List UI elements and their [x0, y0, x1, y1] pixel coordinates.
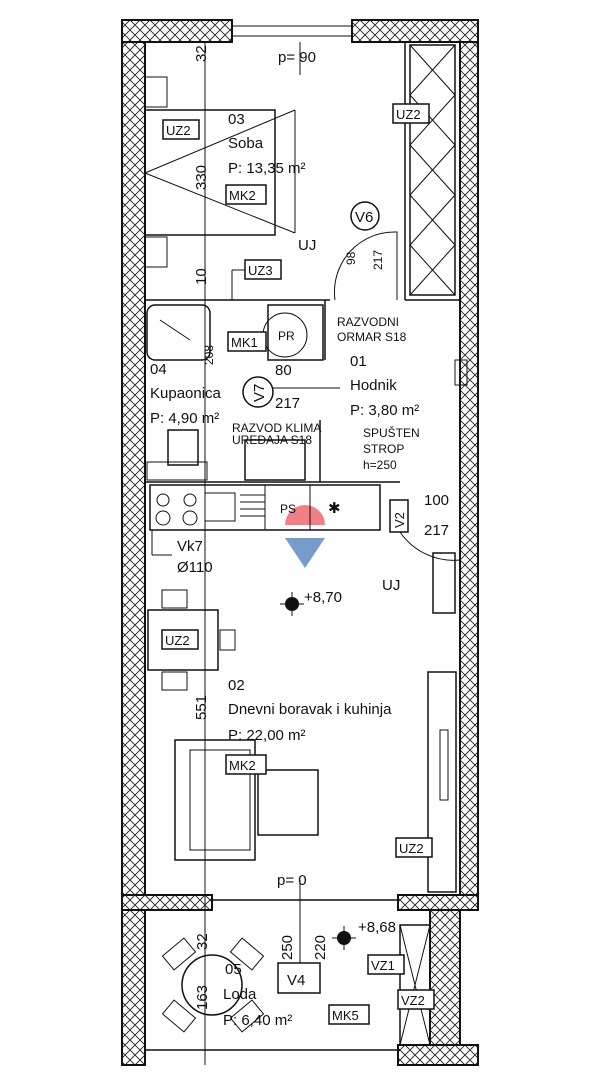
- soba-parapet: p= 90: [278, 49, 316, 66]
- level-marker-icon: [332, 926, 356, 950]
- hodnik-area: P: 3,80 m²: [350, 402, 419, 419]
- door-v6-label: V6: [355, 209, 373, 226]
- door-v6-height: 217: [371, 250, 385, 270]
- exterior-walls: [121, 19, 479, 1066]
- soba-area: P: 13,35 m²: [228, 160, 306, 177]
- door-v2-width: 100: [424, 492, 449, 509]
- fridge-icon: ✱: [328, 500, 341, 517]
- soba-floor-tag: MK2: [229, 188, 256, 203]
- door-v7-width: 80: [275, 362, 292, 379]
- bathroom-fixtures: [146, 304, 324, 481]
- ceiling-label-line2: STROP: [363, 442, 404, 456]
- vz2-tag: VZ2: [401, 993, 425, 1008]
- uz2-tag-soba-right: UZ2: [396, 107, 421, 122]
- ac-distribution-line1: RAZVOD KLIMA: [232, 421, 321, 435]
- wardrobe-soba: [409, 44, 456, 296]
- kupaonica-floor-tag: MK1: [231, 335, 258, 350]
- uz2-tag-dnevni-right: UZ2: [399, 841, 424, 856]
- cabinet-label-line1: RAZVODNI: [337, 315, 399, 329]
- uz2-tag-soba-left: UZ2: [166, 123, 191, 138]
- remax-watermark: [283, 505, 327, 568]
- loda-dim-top: 32: [194, 933, 211, 950]
- dnevni-level: +8,70: [304, 589, 342, 606]
- kupaonica-area: P: 4,90 m²: [150, 410, 219, 427]
- loda-number: 05: [225, 961, 242, 978]
- dnevni-dim: 551: [193, 695, 210, 720]
- loda-level: +8,68: [358, 919, 396, 936]
- interior-walls: [145, 42, 460, 483]
- dnevni-name: Dnevni boravak i kuhinja: [228, 701, 392, 718]
- loda-dim-a: 250: [279, 935, 296, 960]
- door-v2-label: V2: [392, 512, 407, 528]
- dining-table: [147, 589, 236, 691]
- door-v6-width: 98: [344, 251, 358, 265]
- kupaonica-name: Kupaonica: [150, 385, 222, 402]
- loda-floor-tag: MK5: [332, 1008, 359, 1023]
- vz1-tag: VZ1: [371, 958, 395, 973]
- dnevni-number: 02: [228, 677, 245, 694]
- kupaonica-dim: 208: [202, 345, 216, 365]
- loggia-table: [161, 937, 265, 1033]
- soba-number: 03: [228, 111, 245, 128]
- soba-dim-length: 330: [193, 165, 210, 190]
- dnevni-parapet: p= 0: [277, 872, 307, 889]
- soba-name: Soba: [228, 135, 264, 152]
- wardrobe-loda: [399, 924, 431, 1046]
- uz3-tag: UZ3: [248, 263, 273, 278]
- uj-tag-dnevni: UJ: [382, 577, 400, 594]
- ceiling-label-line1: SPUŠTEN: [363, 425, 420, 440]
- hodnik-name: Hodnik: [350, 377, 397, 394]
- bed: [144, 76, 296, 268]
- kitchen-counter: ✱: [149, 484, 381, 531]
- vertical-label: Vk7: [177, 538, 203, 555]
- loda-area: P: 6,40 m²: [223, 1012, 292, 1029]
- door-v2-height: 217: [424, 522, 449, 539]
- loda-name: Loda: [223, 986, 257, 1003]
- level-marker-icon: [280, 592, 304, 616]
- tv-unit: [427, 552, 457, 893]
- dnevni-floor-tag: MK2: [229, 758, 256, 773]
- uj-tag-soba: UJ: [298, 237, 316, 254]
- loda-dim-b: 220: [312, 935, 329, 960]
- door-v7-label: V7: [251, 384, 268, 402]
- loda-dim-length: 163: [194, 985, 211, 1010]
- uz2-tag-dnevni: UZ2: [165, 633, 190, 648]
- ceiling-height: h=250: [363, 458, 397, 472]
- soba-dim-bottom: 10: [193, 268, 210, 285]
- vertical-diameter: Ø110: [177, 559, 213, 576]
- ac-distribution-line2: UREĐAJA S18: [232, 433, 312, 447]
- shower-tray-label: PR: [278, 329, 295, 343]
- door-v7-height: 217: [275, 395, 300, 412]
- cabinet-label-line2: ORMAR S18: [337, 330, 407, 344]
- soba-dim-top: 32: [193, 45, 210, 62]
- sofa: [174, 739, 319, 861]
- dnevni-area: P: 22,00 m²: [228, 727, 306, 744]
- dishwasher-label: PS: [280, 502, 296, 516]
- kupaonica-number: 04: [150, 361, 167, 378]
- hodnik-number: 01: [350, 353, 367, 370]
- door-v4-label: V4: [287, 972, 305, 989]
